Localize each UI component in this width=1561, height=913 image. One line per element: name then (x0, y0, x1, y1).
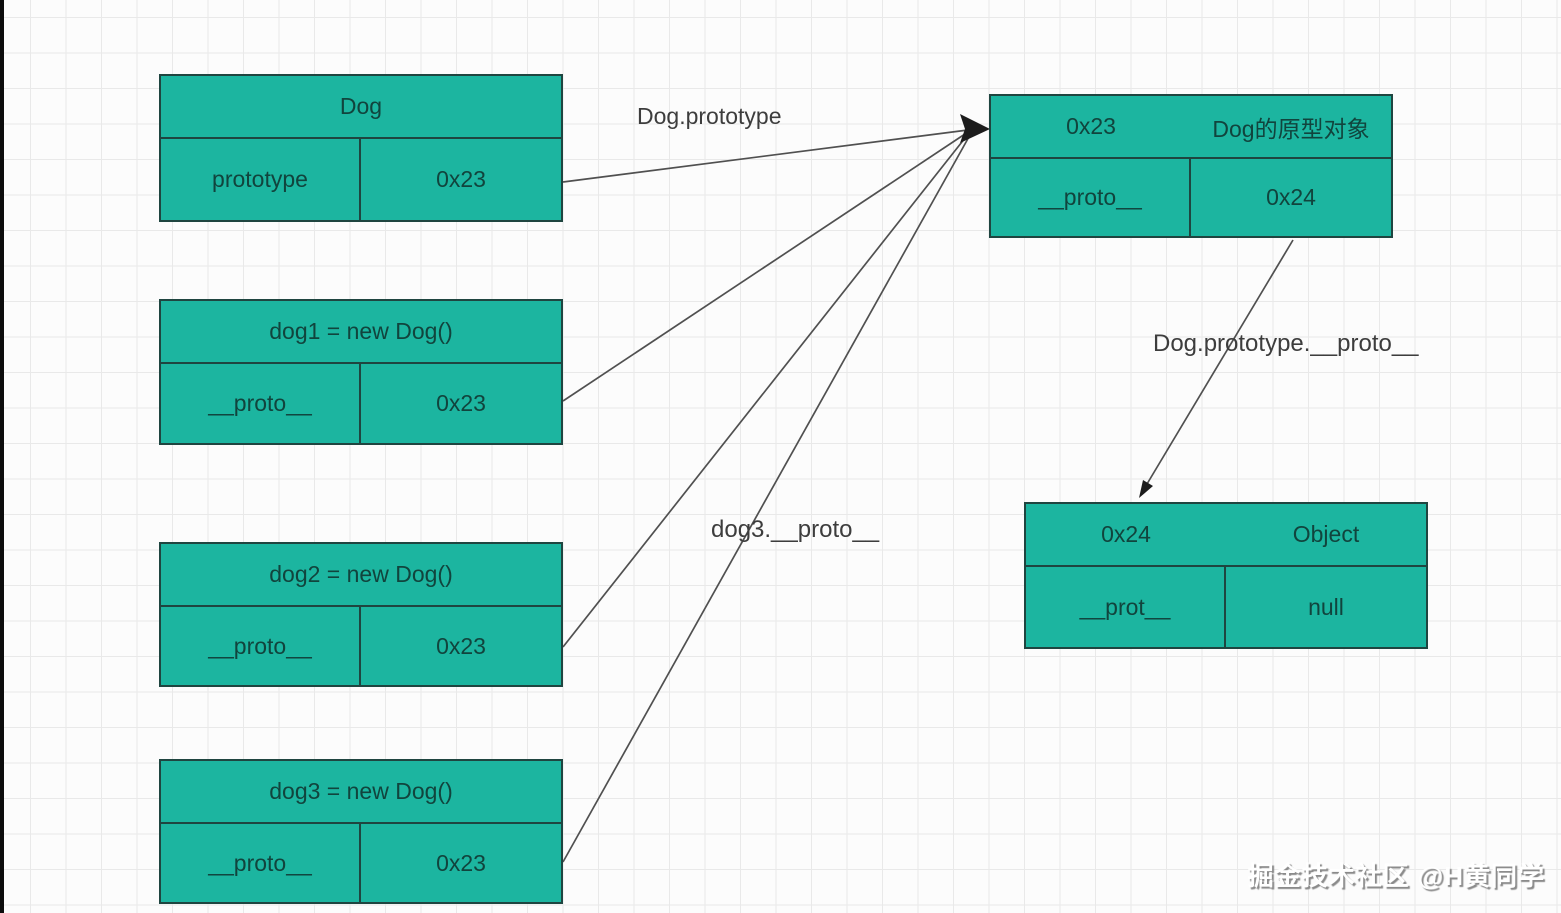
node-dog3-key: __proto__ (161, 824, 361, 902)
edge-label-dog-prototype: Dog.prototype (637, 103, 782, 129)
node-dog2-key: __proto__ (161, 607, 361, 685)
arrow-dog-prototype (562, 129, 969, 183)
edge-label-dog-prototype-proto: Dog.prototype.__proto__ (1153, 330, 1419, 357)
node-proto24: 0x24 Object __prot__ null (1024, 502, 1428, 649)
arrow-dog2-proto (562, 132, 970, 648)
node-dog1-title: dog1 = new Dog() (161, 301, 561, 364)
left-edge-bar (0, 0, 4, 913)
arrowhead-to-proto23 (960, 114, 990, 143)
node-proto23: 0x23 Dog的原型对象 __proto__ 0x24 (989, 94, 1393, 238)
node-proto24-key: __prot__ (1026, 567, 1226, 647)
edge-label-dog3-proto: dog3.__proto__ (711, 516, 880, 543)
arrow-prototype-proto (1146, 239, 1294, 485)
node-dog2: dog2 = new Dog() __proto__ 0x23 (159, 542, 563, 687)
node-dog2-title: dog2 = new Dog() (161, 544, 561, 607)
node-dog1-key: __proto__ (161, 364, 361, 443)
node-proto23-value: 0x24 (1266, 184, 1316, 210)
node-dog2-value: 0x23 (436, 632, 486, 659)
node-proto24-value: null (1308, 593, 1344, 620)
arrow-dog3-proto (562, 134, 971, 863)
arrowhead-to-proto24 (1139, 480, 1153, 498)
node-dog-class: Dog prototype 0x23 (159, 74, 563, 222)
node-proto24-address: 0x24 (1101, 521, 1151, 547)
node-dog3-value: 0x23 (436, 849, 486, 876)
arrow-dog1-proto (562, 131, 969, 402)
node-proto23-address: 0x23 (1066, 113, 1116, 139)
node-proto24-name: Object (1292, 521, 1360, 547)
node-dog-class-value: 0x23 (436, 166, 486, 192)
node-dog1-value: 0x23 (436, 390, 486, 416)
node-dog-class-title: Dog (161, 76, 561, 139)
node-proto23-name: Dog的原型对象 (1212, 115, 1370, 142)
node-dog3: dog3 = new Dog() __proto__ 0x23 (159, 759, 563, 904)
node-dog3-title: dog3 = new Dog() (161, 761, 561, 824)
watermark: 掘金技术社区 @H黄同学 (1247, 861, 1545, 891)
node-dog-class-key: prototype (161, 139, 361, 220)
node-dog1: dog1 = new Dog() __proto__ 0x23 (159, 299, 563, 445)
node-proto23-key: __proto__ (991, 159, 1191, 236)
